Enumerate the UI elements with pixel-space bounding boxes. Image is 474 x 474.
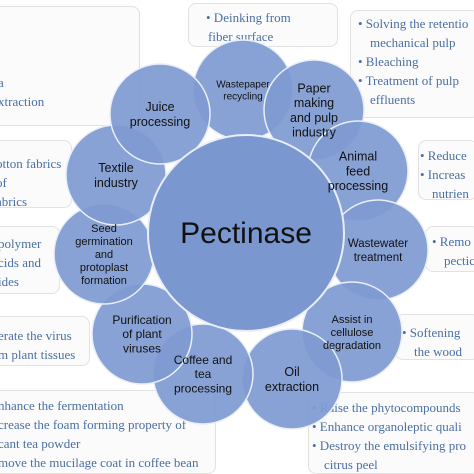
- petal-label-line: processing: [328, 179, 388, 193]
- note-line: the wood: [414, 344, 463, 359]
- petal-label-line: viruses: [123, 341, 161, 355]
- note-line: xtraction: [0, 94, 45, 109]
- petal-label-wastewater: Wastewater treatment: [348, 238, 408, 264]
- petal-circles: [53, 39, 429, 430]
- note-box-textile: [0, 140, 72, 208]
- note-box-feed: [418, 140, 474, 200]
- center-label: Pectinase: [180, 217, 312, 250]
- note-deinking: • Deinking from fiber surface: [206, 8, 291, 46]
- petal-label-line: and pulp: [290, 111, 338, 125]
- petal-label-line: treatment: [354, 252, 403, 264]
- note-box-paper: [350, 10, 474, 118]
- center-circle: [147, 134, 345, 332]
- petal-label-line: Animal: [339, 150, 377, 164]
- note-virus: erate the virus m plant tissues: [0, 326, 75, 364]
- petal-label-line: recycling: [223, 91, 262, 102]
- note-line: • Bleaching: [358, 54, 419, 69]
- petal-label-line: Assist in: [332, 314, 373, 326]
- petal-label-line: Oil: [284, 365, 299, 379]
- note-box-virus: [0, 316, 90, 366]
- petal-label-line: feed: [346, 164, 370, 178]
- note-line: fiber surface: [208, 29, 274, 44]
- petal-label-line: Juice: [145, 100, 174, 114]
- note-line: move the mucilage coat in coffee bean: [0, 455, 199, 470]
- note-line: nutrien: [432, 186, 469, 201]
- note-line: • Reduce: [420, 148, 467, 163]
- note-line: • Solving the retentio: [358, 16, 469, 31]
- note-wood: • Softening the wood: [402, 323, 462, 361]
- petal-label-line: formation: [81, 275, 127, 287]
- petal-label-line: industry: [94, 176, 139, 190]
- petal-label-line: making: [294, 96, 334, 110]
- petal-label-line: industry: [292, 126, 337, 140]
- petal-label-line: Wastewater: [348, 238, 408, 250]
- note-line: crease the foam forming property of: [0, 417, 187, 432]
- petal-label-line: extraction: [265, 380, 319, 394]
- petal-label-line: Textile: [98, 161, 133, 175]
- petal-label-line: Paper: [297, 81, 330, 95]
- petal-label-line: processing: [130, 115, 190, 129]
- petal-juice: [109, 63, 211, 165]
- note-line: polymer: [0, 236, 42, 251]
- note-line: • Deinking from: [206, 10, 291, 25]
- note-feed: • Reduce • Increas nutrien: [420, 146, 469, 203]
- note-juice: a xtraction: [0, 73, 44, 111]
- petal-label-line: Seed: [91, 223, 117, 235]
- note-box-wastewater: [425, 226, 474, 272]
- petal-label-line: cellulose: [331, 327, 374, 339]
- petal-label-line: processing: [174, 381, 232, 395]
- note-line: nhance the fermentation: [0, 398, 124, 413]
- note-line: otton fabrics: [0, 156, 62, 171]
- note-line: citrus peel: [324, 457, 378, 472]
- petal-label-line: Coffee and: [174, 353, 233, 367]
- petal-label-line: protoplast: [80, 262, 128, 274]
- note-line: ides: [0, 274, 19, 289]
- note-box-seed: [0, 226, 60, 294]
- note-line: cant tea powder: [0, 436, 81, 451]
- note-line: • Treatment of pulp: [358, 73, 459, 88]
- petal-label-line: degradation: [323, 340, 381, 352]
- note-line: • Raise the phytocompounds: [312, 400, 461, 415]
- note-line: cids and: [0, 255, 41, 270]
- note-line: m plant tissues: [0, 347, 76, 362]
- note-oil: • Raise the phytocompounds • Enhance org…: [312, 398, 466, 474]
- note-textile: otton fabrics of abrics: [0, 154, 61, 211]
- note-paper: • Solving the retentio mechanical pulp •…: [358, 14, 468, 109]
- petal-label-line: of plant: [122, 327, 162, 341]
- petal-label-line: and: [95, 249, 113, 261]
- note-box-deinking: [188, 3, 338, 47]
- note-line: • Enhance organoleptic quali: [312, 419, 462, 434]
- note-line: a: [0, 75, 4, 90]
- note-line: abrics: [0, 194, 28, 209]
- note-coffee: nhance the fermentation crease the foam …: [0, 396, 198, 472]
- note-line: pectic: [444, 253, 474, 268]
- note-line: mechanical pulp: [370, 35, 456, 50]
- note-box-oil: [308, 392, 474, 474]
- note-line: • Destroy the emulsifying pro: [312, 438, 467, 453]
- note-line: • Increas: [420, 167, 466, 182]
- note-line: of: [0, 175, 7, 190]
- note-line: • Remo: [432, 234, 471, 249]
- petal-label-line: germination: [75, 236, 132, 248]
- note-line: erate the virus: [0, 328, 72, 343]
- petal-label-line: tea: [195, 367, 212, 381]
- petal-label-line: Purification: [112, 313, 171, 327]
- note-seed: polymer cids and ides: [0, 234, 41, 291]
- note-line: • Softening: [402, 325, 461, 340]
- note-line: effluents: [370, 92, 416, 107]
- note-wastewater: • Remo pectic: [432, 232, 474, 270]
- petal-label-line: Wastepaper: [216, 80, 270, 91]
